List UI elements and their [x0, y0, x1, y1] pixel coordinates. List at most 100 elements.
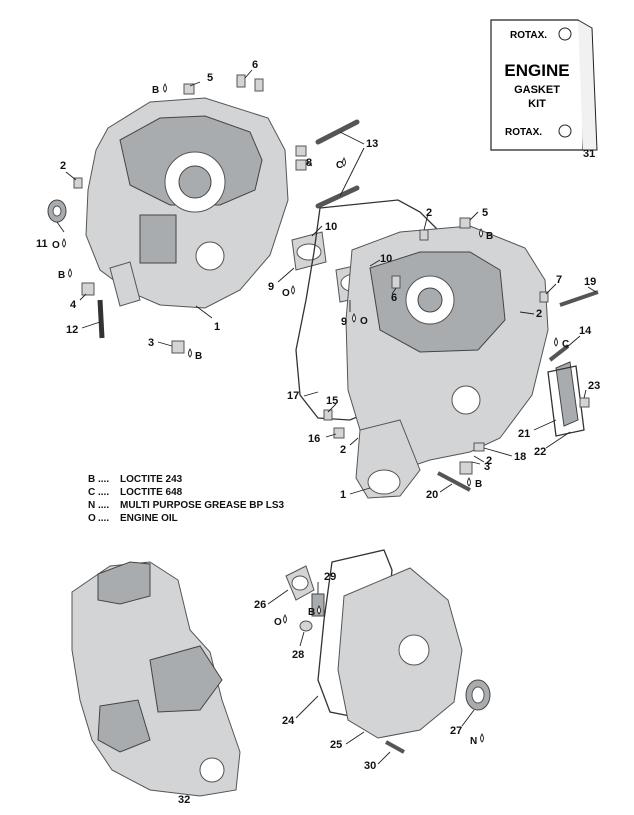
leader-27 [461, 709, 475, 727]
crankcase-left-bearing-seat [195, 241, 225, 271]
droplet-icon [479, 228, 483, 238]
code-o: O [360, 316, 368, 327]
callout-31: 31 [583, 148, 595, 160]
code-b: B [195, 351, 202, 362]
callout-28: 28 [292, 649, 304, 661]
droplet-icon [283, 614, 287, 624]
leader-14 [565, 335, 581, 349]
cover-group [285, 549, 491, 754]
kit-brand-top: ROTAX. [510, 30, 547, 41]
crankcase-left-web [139, 214, 177, 264]
pin-2b [419, 229, 429, 241]
leader-17 [303, 391, 319, 397]
leader-5a [189, 81, 201, 87]
stud-14 [548, 344, 570, 362]
leader-20 [439, 483, 453, 493]
plug-16 [333, 427, 345, 439]
crankcase-left-bore-inner [178, 165, 212, 199]
leader-10a [311, 225, 323, 237]
compound-markers: B C O B B O O B C B O B N [52, 83, 569, 747]
callout-22: 22 [534, 446, 546, 458]
leader-25 [345, 731, 365, 745]
leader-lines [56, 69, 597, 765]
legend-text: MULTI PURPOSE GREASE BP LS3 [120, 500, 285, 511]
engine-magneto-cover [97, 699, 151, 753]
callout-24: 24 [282, 715, 295, 727]
plug-3b [459, 461, 473, 475]
leader-2d [349, 437, 359, 446]
dowel-pin [315, 119, 360, 145]
droplet-icon [467, 477, 471, 487]
code-b: B [486, 231, 493, 242]
legend-sep: .... [98, 474, 109, 485]
droplet-icon [188, 348, 192, 358]
cover-25-bore [398, 634, 430, 666]
leader-2b [423, 213, 429, 231]
callout-18: 18 [514, 451, 526, 463]
kit-line-2: GASKET [514, 84, 560, 96]
leader-15 [327, 403, 337, 413]
kit-card-side [577, 19, 598, 151]
seal-strip-21 [555, 361, 579, 427]
callout-6: 6 [391, 292, 397, 304]
callout-25: 25 [330, 739, 342, 751]
callout-12: 12 [66, 324, 78, 336]
sleeve-6a-b [254, 78, 264, 92]
callout-29: 29 [324, 571, 336, 583]
legend-code: B [88, 474, 95, 485]
crankcase-right-bore-inner [417, 287, 443, 313]
droplet-icon [480, 733, 484, 743]
droplet-icon [68, 268, 72, 278]
sleeve-18 [473, 442, 485, 452]
bolt-20 [437, 471, 471, 492]
engine-assembly [71, 561, 241, 797]
code-o: O [274, 617, 282, 628]
callout-2: 2 [486, 455, 492, 467]
brp-logo-icon [558, 124, 572, 138]
droplet-icon [163, 83, 167, 93]
crankcase-right-bearing-seat [451, 385, 481, 415]
engine-output-shaft [199, 757, 225, 783]
leader-2a [65, 171, 77, 181]
leader-1b [349, 487, 371, 495]
legend: B .... LOCTITE 243 C .... LOCTITE 648 N … [88, 474, 285, 524]
plug-5b [459, 217, 471, 229]
callout-13: 13 [366, 138, 378, 150]
crankcase-right-mount-hole [367, 469, 401, 495]
leader-3b [471, 461, 481, 465]
code-o: O [282, 288, 290, 299]
callout-15: 15 [326, 395, 338, 407]
crankcase-half-right [345, 225, 549, 499]
plug-5a [183, 83, 195, 95]
legend-sep: .... [98, 513, 109, 524]
callout-20: 20 [426, 489, 438, 501]
legend-sep: .... [98, 487, 109, 498]
callout-2: 2 [426, 207, 432, 219]
code-o: O [52, 240, 60, 251]
callout-6: 6 [252, 59, 258, 71]
dowel-pin [315, 185, 360, 209]
leader-5b [469, 211, 479, 221]
code-n: N [470, 736, 477, 747]
droplet-icon [342, 157, 346, 167]
leader-1a [195, 305, 213, 319]
leader-11 [56, 221, 65, 233]
brp-logo-icon [558, 27, 572, 41]
oil-seal-11-hole [52, 205, 62, 217]
leader-8 [306, 161, 313, 167]
droplet-icon [291, 285, 295, 295]
leader-13b [339, 147, 365, 197]
bearing-shell-10a-bore [296, 243, 322, 261]
code-c: C [562, 339, 569, 350]
leader-21 [533, 419, 557, 431]
gasket-kit-card: ROTAX. ENGINE GASKET KIT ROTAX. 31 [490, 19, 598, 160]
callout-3: 3 [148, 337, 154, 349]
leader-6a [244, 69, 253, 79]
callout-2: 2 [340, 444, 346, 456]
legend-text: ENGINE OIL [120, 513, 178, 524]
leader-22 [545, 431, 571, 449]
legend-code: O [88, 513, 96, 524]
legend-code: N [88, 500, 95, 511]
